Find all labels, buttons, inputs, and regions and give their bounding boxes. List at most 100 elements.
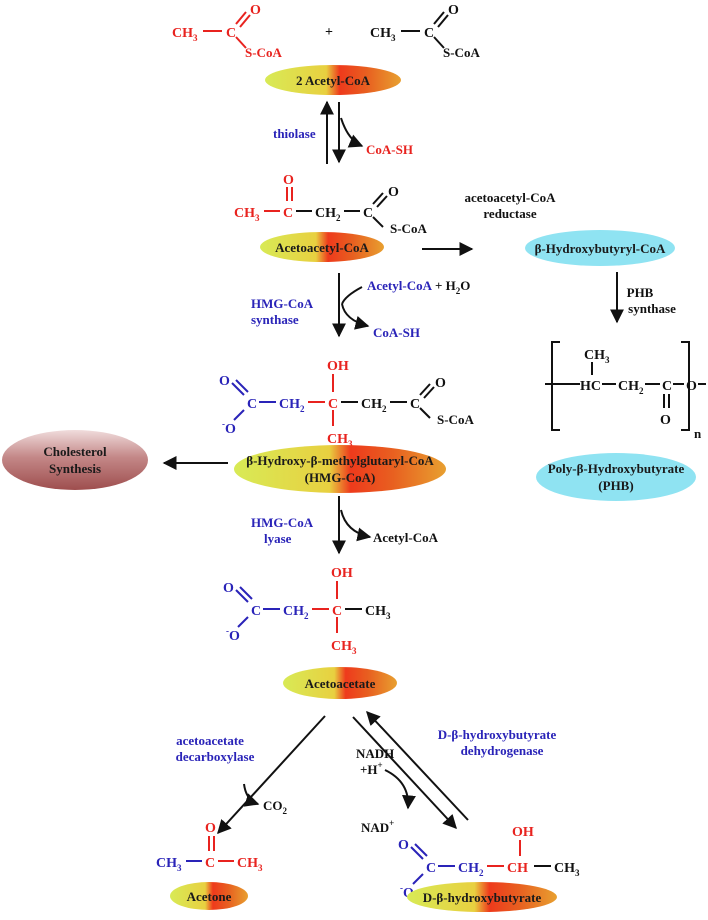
svg-text:S-CoA: S-CoA [443, 45, 480, 60]
svg-text:S-CoA: S-CoA [390, 221, 427, 236]
svg-text:CH3: CH3 [365, 604, 391, 621]
svg-text:O: O [448, 3, 459, 18]
svg-text:(HMG-CoA): (HMG-CoA) [305, 470, 376, 485]
hmg-synthase-label-line2: synthase [251, 312, 299, 327]
svg-text:C: C [251, 604, 261, 619]
dehydrogenase-label-line2: dehydrogenase [461, 743, 544, 758]
h-plus-label: +H+ [360, 760, 383, 777]
svg-text:2 Acetyl-CoA: 2 Acetyl-CoA [296, 73, 371, 88]
svg-text:β-Hydroxy-β-methylglutaryl-CoA: β-Hydroxy-β-methylglutaryl-CoA [246, 453, 434, 468]
phb-polymer-structure: HC CH3 CH2 C O O n [545, 341, 706, 441]
nad-label: NAD+ [361, 818, 394, 835]
coa-sh-label-1: CoA-SH [366, 142, 413, 157]
svg-text:C: C [283, 206, 293, 221]
acetyl-coa-release-arrow [340, 509, 372, 542]
svg-text:C: C [247, 397, 257, 412]
dehydrogenase-arrow-reverse [366, 710, 469, 821]
svg-text:C: C [205, 856, 215, 871]
svg-text:S-CoA: S-CoA [437, 412, 474, 427]
svg-text:CH2: CH2 [315, 206, 341, 223]
svg-text:O: O [283, 173, 294, 188]
svg-text:β-Hydroxybutyryl-CoA: β-Hydroxybutyryl-CoA [535, 241, 666, 256]
co2-label: CO2 [263, 798, 288, 816]
hmg-coa-node: β-Hydroxy-β-methylglutaryl-CoA (HMG-CoA) [234, 445, 446, 493]
svg-text:Acetoacetate: Acetoacetate [305, 676, 376, 691]
svg-text:S-CoA: S-CoA [245, 45, 282, 60]
svg-text:(PHB): (PHB) [598, 478, 633, 493]
svg-text:-O: -O [400, 883, 414, 901]
svg-text:HC: HC [580, 379, 601, 394]
acetone-structure: CH3 C O CH3 [156, 821, 263, 873]
decarboxylase-arrow [217, 715, 326, 835]
svg-text:O: O [398, 838, 409, 853]
svg-text:C: C [410, 397, 420, 412]
svg-text:C: C [226, 26, 236, 41]
svg-text:CH3: CH3 [327, 432, 353, 449]
svg-text:CH3: CH3 [234, 206, 260, 223]
coa-release-arrow-1 [340, 117, 364, 148]
svg-text:O: O [219, 374, 230, 389]
svg-text:CH3: CH3 [331, 639, 357, 656]
acetoacetate-structure: O C -O CH2 C OH CH3 CH3 [223, 566, 391, 656]
phb-node: Poly-β-Hydroxybutyrate (PHB) [536, 453, 696, 501]
svg-text:CH2: CH2 [618, 379, 644, 396]
svg-text:O: O [435, 376, 446, 391]
svg-text:Synthesis: Synthesis [49, 461, 101, 476]
decarboxylase-label-line2: decarboxylase [176, 749, 255, 764]
svg-text:OH: OH [327, 359, 349, 374]
nadh-label: NADH [356, 746, 394, 761]
svg-text:Poly-β-Hydroxybutyrate: Poly-β-Hydroxybutyrate [548, 461, 685, 476]
svg-text:-O: -O [222, 419, 236, 437]
svg-text:CH2: CH2 [279, 397, 305, 414]
hmg-coa-structure: O C -O CH2 C OH CH3 CH2 C O S-CoA [219, 359, 474, 449]
svg-text:C: C [426, 861, 436, 876]
coa-sh-label-2: CoA-SH [373, 325, 420, 340]
cholesterol-node: Cholesterol Synthesis [2, 430, 148, 490]
svg-text:C: C [424, 26, 434, 41]
acetoacetyl-coa-structure: CH3 C O CH2 C O S-CoA [234, 173, 427, 236]
svg-text:CH2: CH2 [361, 397, 387, 414]
hmg-lyase-label-line2: lyase [264, 531, 292, 546]
svg-text:Acetoacetyl-CoA: Acetoacetyl-CoA [275, 240, 369, 255]
reductase-label-line1: acetoacetyl-CoA [465, 190, 557, 205]
svg-text:CH: CH [507, 861, 528, 876]
nad-release-arrow [384, 769, 416, 810]
decarboxylase-label-line1: acetoacetate [176, 733, 244, 748]
plus-sign: + [325, 25, 333, 40]
hydroxybutyryl-coa-node: β-Hydroxybutyryl-CoA [525, 230, 675, 266]
svg-text:CH3: CH3 [156, 856, 182, 873]
svg-text:CH3: CH3 [237, 856, 263, 873]
co2-release-arrow [243, 783, 260, 807]
acetoacetate-node: Acetoacetate [283, 667, 397, 699]
d-hydroxybutyrate-node: D-β-hydroxybutyrate [407, 882, 557, 912]
svg-text:O: O [660, 413, 671, 428]
dehydrogenase-arrow-forward [352, 716, 457, 830]
hmg-synthase-label-line1: HMG-CoA [251, 296, 314, 311]
svg-text:C: C [328, 397, 338, 412]
thiolase-label: thiolase [273, 126, 316, 141]
svg-text:O: O [205, 821, 216, 836]
acetyl-coa-structure-right: CH3 C O S-CoA [370, 3, 480, 60]
svg-text:Cholesterol: Cholesterol [43, 444, 107, 459]
phb-synthase-label-line2: synthase [628, 301, 676, 316]
acetyl-coa-out-label: Acetyl-CoA [373, 530, 439, 545]
dehydrogenase-label-line1: D-β-hydroxybutyrate [438, 727, 557, 742]
svg-text:O: O [388, 185, 399, 200]
phb-synthase-label-line1: PHB [627, 285, 654, 300]
reductase-label-line2: reductase [483, 206, 536, 221]
svg-text:C: C [662, 379, 672, 394]
svg-text:CH2: CH2 [283, 604, 309, 621]
svg-text:n: n [694, 426, 702, 441]
svg-text:O: O [250, 3, 261, 18]
d-hydroxybutyrate-structure: O C -O CH2 CH OH CH3 [398, 825, 580, 901]
acetyl-coa-structure-left: CH3 C O S-CoA [172, 3, 282, 60]
svg-text:O: O [223, 581, 234, 596]
svg-text:CH3: CH3 [172, 26, 198, 43]
svg-text:CH3: CH3 [554, 861, 580, 878]
svg-text:-O: -O [226, 626, 240, 644]
acetoacetyl-coa-node: Acetoacetyl-CoA [260, 232, 384, 262]
acetone-node: Acetone [170, 882, 248, 910]
svg-text:OH: OH [331, 566, 353, 581]
hmg-lyase-label-line1: HMG-CoA [251, 515, 314, 530]
